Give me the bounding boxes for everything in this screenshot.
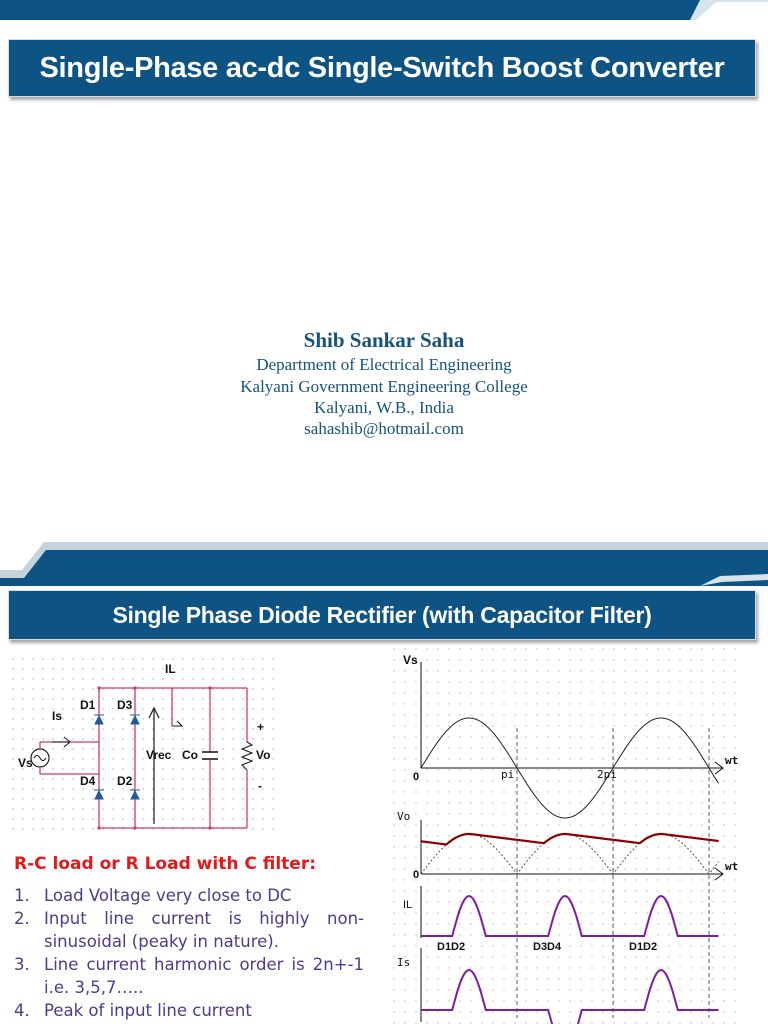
list-item: 2.Input line current is highly non-sinus… xyxy=(14,909,364,951)
wave-label-vo: Vo xyxy=(397,810,410,823)
label-d1: D1 xyxy=(80,698,96,712)
wave-label-wt-2: wt xyxy=(725,860,738,873)
label-plus: + xyxy=(257,720,264,734)
wave-label-vs: Vs xyxy=(403,653,418,667)
rectifier-waveforms: Vs 0 pi 2pi wt Vo 0 wt IL Is D1D2 D3D4 D… xyxy=(393,648,745,1024)
author-name: Shib Sankar Saha xyxy=(303,328,465,352)
wave-label-d1d2-2: D1D2 xyxy=(629,941,657,953)
bullet-list: 1.Load Voltage very close to DC 2.Input … xyxy=(14,884,364,1022)
list-item: 3.Line current harmonic order is 2n+-1 i… xyxy=(14,955,364,997)
capacitor-icon xyxy=(202,751,218,760)
label-co: Co xyxy=(182,748,198,762)
slide-title: Single Phase Diode Rectifier (with Capac… xyxy=(8,590,756,640)
label-d2: D2 xyxy=(117,774,133,788)
is-current-pulses xyxy=(421,968,719,1024)
label-d3: D3 xyxy=(117,698,133,712)
author-college: Kalyani Government Engineering College xyxy=(240,377,528,396)
wave-label-zero-1: 0 xyxy=(413,771,419,783)
author-block: Shib Sankar Saha Department of Electrica… xyxy=(0,326,768,439)
vs-sine-wave xyxy=(420,717,720,819)
vo-ripple-wave xyxy=(420,832,719,846)
circuit-wires xyxy=(39,687,248,829)
label-is: Is xyxy=(52,709,62,723)
label-minus: - xyxy=(258,779,262,793)
slide-2: Single Phase Diode Rectifier (with Capac… xyxy=(0,540,768,1024)
label-vrec: Vrec xyxy=(146,748,172,762)
slide-1: Single-Phase ac-dc Single-Switch Boost C… xyxy=(0,0,768,439)
resistor-icon xyxy=(240,741,254,771)
label-vo: Vo xyxy=(256,748,270,762)
wave-label-d1d2-1: D1D2 xyxy=(437,941,465,953)
load-heading: R-C load or R Load with C filter: xyxy=(14,854,317,874)
wave-label-pi: pi xyxy=(501,768,514,781)
wave-label-d3d4: D3D4 xyxy=(533,941,562,953)
top-decor-bar xyxy=(0,0,768,20)
wave-label-wt-1: wt xyxy=(725,754,738,767)
author-department: Department of Electrical Engineering xyxy=(256,355,512,374)
label-il: IL xyxy=(165,662,176,676)
il-current-pulses xyxy=(421,894,719,937)
author-email: sahashib@hotmail.com xyxy=(304,419,464,438)
label-d4: D4 xyxy=(80,774,96,788)
vrec-arrow xyxy=(148,706,160,824)
diode-icons xyxy=(94,714,140,800)
wave-label-is: Is xyxy=(397,956,410,969)
list-item: 1.Load Voltage very close to DC xyxy=(14,886,292,905)
slide-title: Single-Phase ac-dc Single-Switch Boost C… xyxy=(8,39,756,97)
wave-label-il: IL xyxy=(403,899,412,911)
label-vs: Vs xyxy=(18,756,33,770)
slide2-decor-band xyxy=(0,542,768,586)
wave-label-zero-2: 0 xyxy=(413,869,419,881)
list-item: 4.Peak of input line current xyxy=(14,1001,252,1020)
rectifier-circuit-diagram: IL Is Vs D1 D3 D4 D2 Vrec Co Vo + - xyxy=(12,658,278,833)
wave-label-2pi: 2pi xyxy=(597,768,617,781)
author-location: Kalyani, W.B., India xyxy=(314,398,454,417)
